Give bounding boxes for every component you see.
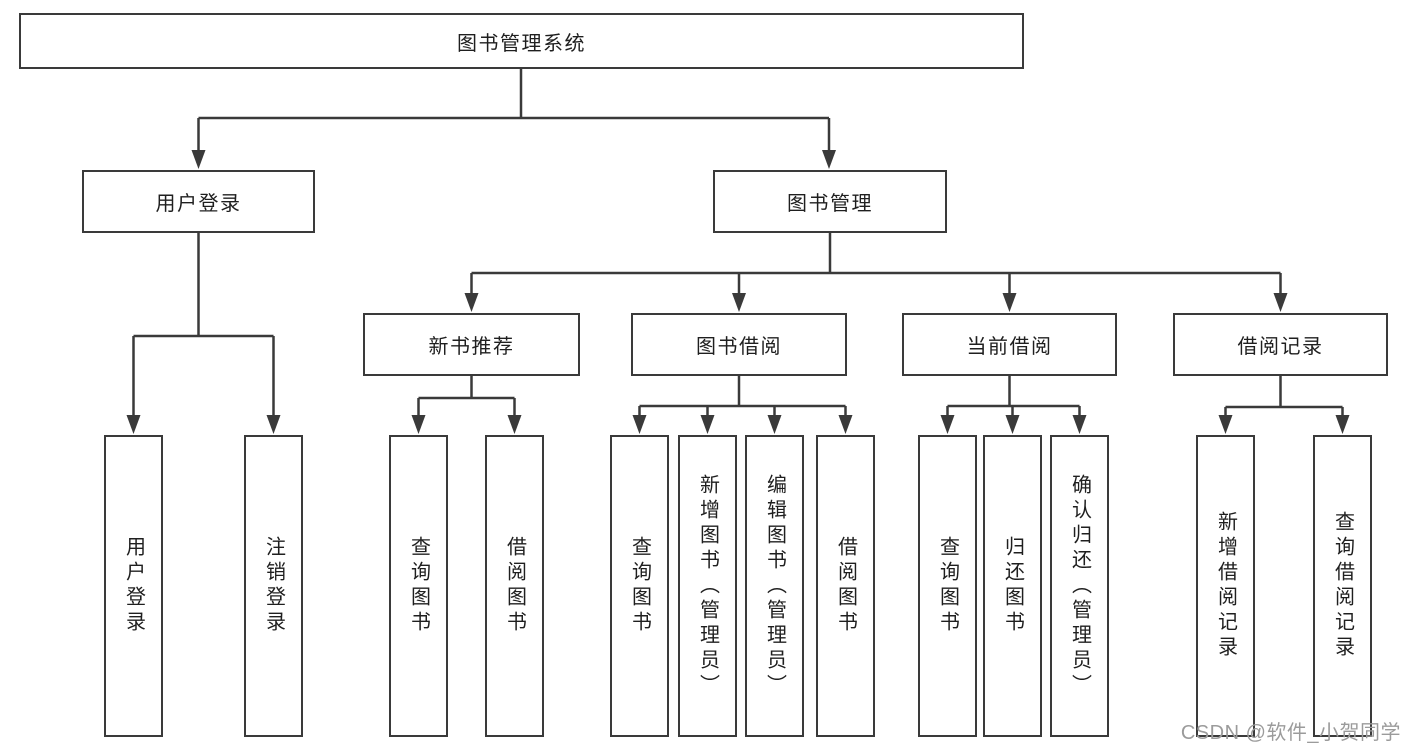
leaf-add-book-admin: 新增图书（管理员） (678, 435, 737, 737)
connector-user-login-to-leaves (126, 233, 281, 434)
node-current-borrow: 当前借阅 (902, 313, 1117, 376)
node-new-book-recommend: 新书推荐 (363, 313, 580, 376)
node-book-management: 图书管理 (713, 170, 947, 233)
leaf-query-borrow-record: 查询借阅记录 (1313, 435, 1372, 737)
leaf-query-books-current: 查询图书 (918, 435, 977, 737)
leaf-add-borrow-record: 新增借阅记录 (1196, 435, 1255, 737)
connector-current-borrow-to-leaves (940, 376, 1087, 434)
leaf-borrow-books: 借阅图书 (816, 435, 875, 737)
leaf-confirm-return-admin: 确认归还（管理员） (1050, 435, 1109, 737)
leaf-user-login: 用户登录 (104, 435, 163, 737)
node-borrow-records: 借阅记录 (1173, 313, 1388, 376)
leaf-query-books-borrow: 查询图书 (610, 435, 669, 737)
connector-root-to-level2 (191, 69, 836, 169)
node-root-system: 图书管理系统 (19, 13, 1024, 69)
connector-book-management-to-level3 (464, 233, 1288, 312)
connector-book-borrow-to-leaves (632, 376, 853, 434)
node-user-login: 用户登录 (82, 170, 315, 233)
csdn-watermark: CSDN @软件_小贺同学 (1180, 722, 1401, 744)
leaf-edit-book-admin: 编辑图书（管理员） (745, 435, 804, 737)
leaf-logout: 注销登录 (244, 435, 303, 737)
leaf-borrow-books-recommend: 借阅图书 (485, 435, 544, 737)
connector-borrow-records-to-leaves (1218, 376, 1350, 434)
leaf-return-book: 归还图书 (983, 435, 1042, 737)
connector-new-book-to-leaves (411, 376, 522, 434)
leaf-query-books-recommend: 查询图书 (389, 435, 448, 737)
node-book-borrow: 图书借阅 (631, 313, 847, 376)
